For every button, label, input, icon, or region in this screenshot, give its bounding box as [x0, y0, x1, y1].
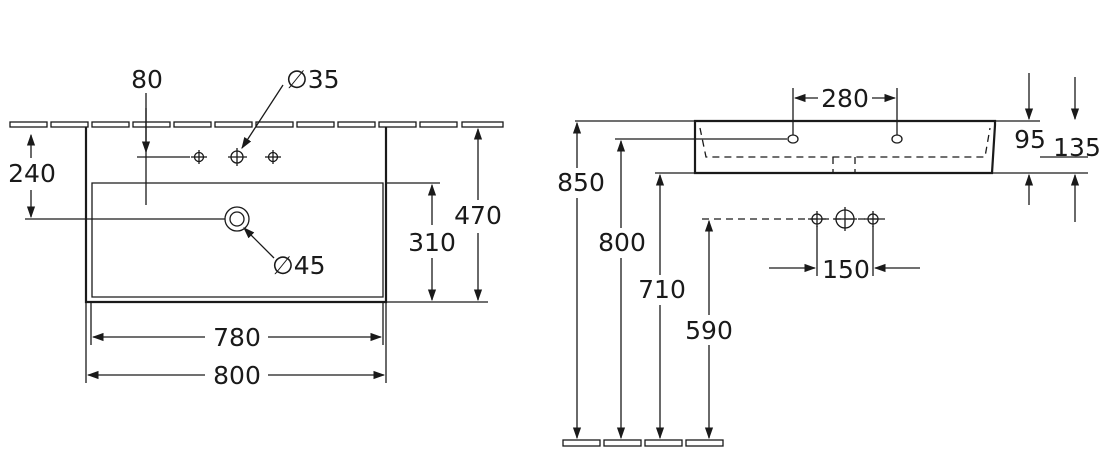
overall-depth-label: 470	[454, 201, 502, 230]
height-bottom-label: 710	[638, 275, 686, 304]
height-waste-label: 590	[685, 316, 733, 345]
waste-spacing-label: 150	[822, 255, 870, 284]
height-top-label: 850	[557, 168, 605, 197]
hole-offset-label: 80	[131, 65, 163, 94]
height-rim-label: 800	[598, 228, 646, 257]
overall-width-label: 800	[213, 361, 261, 390]
basin-profile	[693, 119, 997, 175]
basin-bowl	[91, 182, 384, 298]
height-to-tap-label: 240	[8, 159, 56, 188]
inner-width-label: 780	[213, 323, 261, 352]
waste-connection-icons	[808, 207, 882, 231]
basin-inner-dashed	[699, 127, 991, 158]
tap-hole-icons	[191, 148, 281, 166]
floor-tiles	[562, 439, 724, 447]
top-view: 80 ∅35 ∅45 240 310 470 780 800	[8, 65, 504, 390]
thickness-label: 95	[1014, 125, 1046, 154]
overall-height-label: 135	[1053, 133, 1101, 162]
basin-outline	[84, 127, 388, 304]
side-view: 280 95 135 850 800 710 590	[557, 73, 1101, 447]
tap-hole-diameter-label: ∅35	[286, 65, 340, 94]
waste-diameter-label: ∅45	[272, 251, 326, 280]
tap-hole-spacing-label: 280	[821, 84, 869, 113]
waste-outlet-icon	[224, 206, 250, 232]
wall-tiles	[9, 121, 504, 128]
basin-depth-label: 310	[408, 228, 456, 257]
